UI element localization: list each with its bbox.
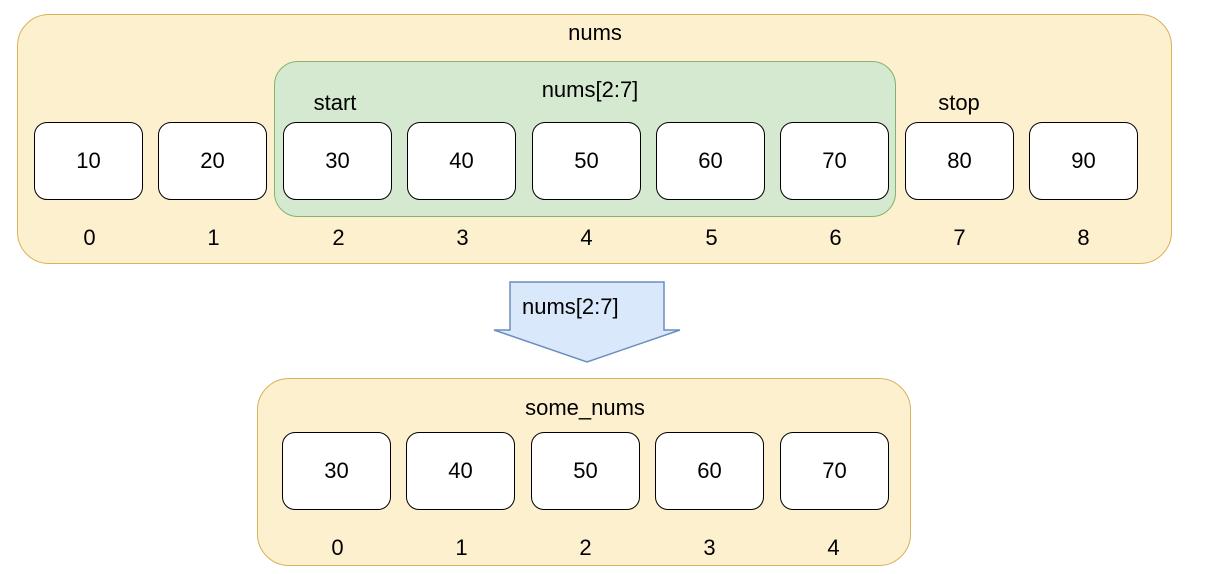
- some-nums-index: 4: [827, 535, 840, 560]
- some-nums-cell: 60: [655, 432, 764, 510]
- nums-index: 5: [705, 225, 718, 250]
- nums-index: 0: [83, 225, 96, 250]
- some-nums-title: some_nums: [525, 395, 645, 420]
- some-nums-index: 3: [703, 535, 716, 560]
- some-nums-cell: 50: [531, 432, 640, 510]
- nums-cell: 30: [283, 122, 392, 200]
- nums-index: 1: [207, 225, 220, 250]
- nums-cell: 50: [532, 122, 641, 200]
- nums-index: 4: [580, 225, 593, 250]
- nums-cell: 90: [1029, 122, 1138, 200]
- nums-index: 2: [332, 225, 345, 250]
- nums-index: 3: [456, 225, 469, 250]
- nums-index: 6: [829, 225, 842, 250]
- some-nums-cell: 30: [282, 432, 391, 510]
- stop-label: stop: [938, 90, 980, 115]
- nums-index: 7: [953, 225, 966, 250]
- nums-cell: 60: [656, 122, 765, 200]
- arrow-shape: [493, 281, 681, 363]
- start-label: start: [313, 90, 357, 115]
- some-nums-index: 0: [331, 535, 344, 560]
- some-nums-cell: 40: [406, 432, 515, 510]
- nums-index: 8: [1077, 225, 1090, 250]
- nums-cell: 20: [158, 122, 267, 200]
- nums-cell: 70: [780, 122, 889, 200]
- nums-cell: 10: [34, 122, 143, 200]
- some-nums-index: 1: [455, 535, 468, 560]
- nums-title: nums: [568, 20, 622, 45]
- slice-title: nums[2:7]: [541, 77, 639, 102]
- arrow-label: nums[2:7]: [522, 294, 619, 319]
- some-nums-cell: 70: [780, 432, 889, 510]
- some-nums-index: 2: [579, 535, 592, 560]
- nums-cell: 80: [905, 122, 1014, 200]
- nums-cell: 40: [407, 122, 516, 200]
